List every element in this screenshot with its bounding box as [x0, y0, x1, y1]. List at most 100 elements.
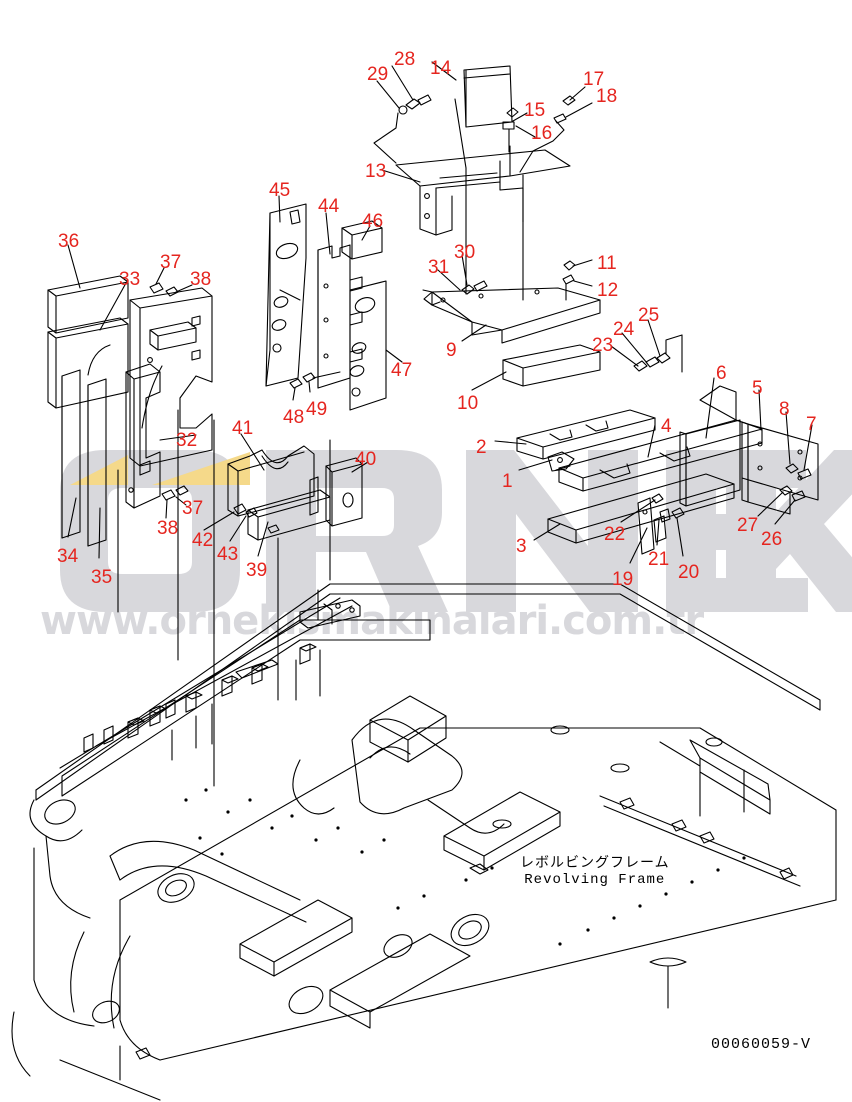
bracket-13-wire — [373, 112, 399, 164]
callout-14: 14 — [430, 58, 452, 79]
callout-48: 48 — [283, 407, 305, 428]
leader-43 — [229, 515, 247, 542]
part-4-bracket — [558, 385, 763, 492]
part-38-panel — [129, 287, 213, 467]
leader-47 — [385, 349, 403, 363]
leader-17 — [569, 86, 586, 101]
callout-42: 42 — [192, 530, 214, 551]
leader-41 — [240, 433, 265, 471]
leader-11 — [572, 259, 593, 267]
leader-7 — [803, 424, 813, 471]
assembly-label: レボルビングフレーム Revolving Frame — [520, 852, 670, 888]
part-40-panel — [325, 457, 363, 527]
leader-26 — [774, 499, 796, 525]
leader-38-bottom — [165, 499, 168, 519]
callout-23: 23 — [592, 335, 614, 356]
callout-40: 40 — [355, 449, 377, 470]
callout-20: 20 — [678, 562, 700, 583]
leader-8 — [785, 411, 791, 465]
leader-24 — [621, 332, 648, 364]
part-5-panel — [741, 421, 819, 515]
leader-3 — [533, 523, 561, 541]
assembly-label-english: Revolving Frame — [524, 872, 666, 888]
drawing-number: 00060059-V — [711, 1036, 812, 1053]
callout-1: 1 — [502, 471, 513, 492]
part-2-rail — [516, 409, 656, 460]
part-11-12-bolts — [562, 260, 576, 301]
part-15-16-bolts — [502, 107, 519, 153]
callout-6: 6 — [716, 363, 727, 384]
leader-18 — [565, 102, 593, 118]
callout-39: 39 — [246, 560, 268, 581]
part-28-29-bolts — [398, 94, 432, 115]
part-48-49-bolts — [289, 371, 341, 389]
part-26-27-bolts — [779, 485, 806, 502]
callout-8: 8 — [779, 399, 790, 420]
callout-34: 34 — [57, 546, 79, 567]
callout-44: 44 — [318, 196, 340, 217]
assembly-label-japanese: レボルビングフレーム — [520, 855, 670, 871]
callout-37: 37 — [160, 252, 182, 273]
leader-10 — [471, 371, 507, 391]
callout-9: 9 — [446, 340, 457, 361]
callout-13: 13 — [365, 161, 387, 182]
part-34-strip — [61, 369, 81, 539]
callout-24: 24 — [613, 319, 635, 340]
callout-47: 47 — [391, 360, 413, 381]
callout-38-lower: 38 — [157, 518, 179, 539]
leader-42 — [203, 511, 235, 531]
leader-9 — [461, 324, 487, 342]
part-14-cover — [463, 65, 513, 128]
leader-48 — [292, 387, 296, 401]
part-9-plate — [422, 287, 601, 344]
callout-2: 2 — [476, 437, 487, 458]
part-7-8-bolts — [785, 463, 812, 480]
leader-21 — [656, 519, 660, 546]
leader-31 — [437, 269, 461, 291]
callout-26: 26 — [761, 529, 783, 550]
callout-3: 3 — [516, 536, 527, 557]
leader-6 — [705, 377, 715, 439]
part-30-31-bolts — [461, 280, 488, 295]
part-42-43-bolts — [233, 503, 258, 518]
leader-46 — [361, 225, 371, 241]
leader-44 — [325, 212, 331, 255]
leader-27 — [757, 491, 784, 517]
leader-34 — [67, 497, 77, 538]
callout-5: 5 — [752, 378, 763, 399]
callout-33: 33 — [119, 269, 141, 290]
leader-19 — [629, 527, 648, 564]
bracket-wire-right — [519, 120, 565, 173]
part-32-bracket — [125, 363, 161, 509]
leader-1 — [518, 459, 553, 471]
part-3-beam — [547, 473, 735, 544]
callout-32: 32 — [176, 430, 198, 451]
leader-5 — [758, 389, 762, 431]
leader-14 — [431, 61, 457, 81]
leader-25 — [647, 319, 661, 357]
callout-31: 31 — [428, 257, 450, 278]
leader-29 — [376, 80, 400, 109]
leader-12 — [573, 280, 593, 287]
leader-45 — [278, 195, 281, 223]
part-35-strip — [87, 378, 107, 547]
leader-23 — [610, 345, 639, 367]
part-47-strip — [349, 280, 387, 411]
leader-16 — [515, 125, 536, 138]
leader-20 — [676, 517, 684, 557]
part-6-panel — [679, 419, 741, 507]
callout-17: 17 — [583, 69, 605, 90]
leader-30 — [461, 254, 468, 286]
part-41-bracket — [227, 445, 315, 517]
leader-35 — [98, 507, 101, 559]
leader-39 — [257, 521, 269, 557]
callout-10: 10 — [457, 393, 479, 414]
callout-11: 11 — [597, 253, 617, 274]
callout-4: 4 — [661, 416, 672, 437]
callout-37-lower: 37 — [182, 498, 204, 519]
part-37-38-bolts-bottom — [161, 485, 189, 501]
part-20-22-bolts — [651, 493, 685, 519]
leader-22 — [620, 499, 656, 523]
